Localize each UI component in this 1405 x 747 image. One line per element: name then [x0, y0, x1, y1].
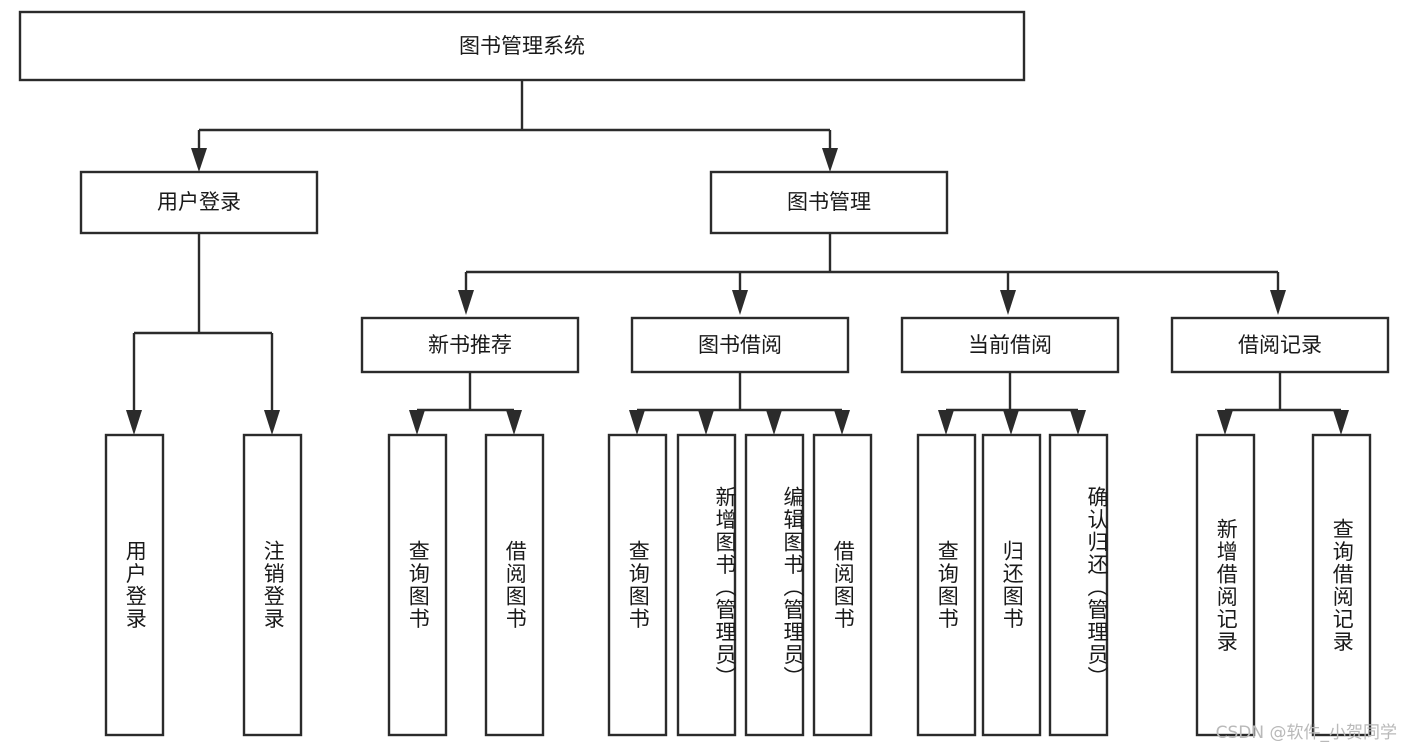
node-current-borrow-label: 当前借阅 [968, 333, 1052, 357]
leaf-box-leaf-return-book[interactable] [981, 433, 1042, 737]
arrow-head-currentborrow [1000, 290, 1016, 315]
arrow-head-leaf-borrow-book-1 [506, 410, 522, 435]
node-user-login[interactable]: 用户登录 [79, 170, 319, 235]
leaf-box-leaf-user-login[interactable] [104, 433, 165, 737]
node-borrow-record[interactable]: 借阅记录 [1170, 316, 1390, 374]
node-root-label: 图书管理系统 [459, 34, 585, 58]
arrow-head-borrowrecord [1270, 290, 1286, 315]
leaf-box-leaf-query-book-1[interactable] [387, 433, 448, 737]
leaf-box-leaf-query-book-2[interactable] [607, 433, 668, 737]
node-root-box[interactable] [18, 10, 1026, 82]
node-current-borrow[interactable]: 当前借阅 [900, 316, 1120, 374]
arrow-head-bookmanage [822, 148, 838, 172]
csdn-watermark: CSDN @软件_小贺同学 [1215, 723, 1397, 743]
node-new-book-recommend-label: 新书推荐 [428, 333, 512, 357]
arrow-head-leaf-query-record [1333, 410, 1349, 435]
leaf-box-leaf-query-book-3[interactable] [916, 433, 977, 737]
arrow-head-leaf-query-book-2 [629, 410, 645, 435]
leaf-box-leaf-borrow-book-1[interactable] [484, 433, 545, 737]
arrow-head-leaf-add-book [698, 410, 714, 435]
arrow-head-bookborrow [732, 290, 748, 315]
arrow-head-leaf-borrow-book-2 [834, 410, 850, 435]
leaf-box-group [104, 433, 1372, 737]
arrow-head-leaf-user-login [126, 410, 142, 435]
node-borrow-record-box[interactable] [1170, 316, 1390, 374]
leaf-box-leaf-confirm-return[interactable] [1048, 433, 1109, 737]
node-new-book-recommend[interactable]: 新书推荐 [360, 316, 580, 374]
leaf-box-leaf-add-record[interactable] [1195, 433, 1256, 737]
arrow-head-leaf-confirm-return [1070, 410, 1086, 435]
arrow-head-newbook [458, 290, 474, 315]
node-user-login-box[interactable] [79, 170, 319, 235]
node-user-login-label: 用户登录 [157, 190, 241, 214]
node-book-borrow-box[interactable] [630, 316, 850, 374]
node-current-borrow-box[interactable] [900, 316, 1120, 374]
node-book-borrow[interactable]: 图书借阅 [630, 316, 850, 374]
arrow-head-leaf-logout-login [264, 410, 280, 435]
arrow-head-userlogin [191, 148, 207, 172]
arrow-head-leaf-return-book [1003, 410, 1019, 435]
leaf-box-leaf-edit-book[interactable] [744, 433, 805, 737]
node-root[interactable]: 图书管理系统 [18, 10, 1026, 82]
arrow-head-leaf-query-book-1 [409, 410, 425, 435]
leaf-box-leaf-add-book[interactable] [676, 433, 737, 737]
leaf-box-leaf-borrow-book-2[interactable] [812, 433, 873, 737]
arrow-head-leaf-query-book-3 [938, 410, 954, 435]
arrow-head-leaf-edit-book [766, 410, 782, 435]
node-book-manage-label: 图书管理 [787, 190, 871, 214]
connector-group [126, 80, 1349, 435]
arrow-head-leaf-add-record [1217, 410, 1233, 435]
node-book-borrow-label: 图书借阅 [698, 333, 782, 357]
leaf-box-leaf-logout-login[interactable] [242, 433, 303, 737]
node-new-book-recommend-box[interactable] [360, 316, 580, 374]
node-borrow-record-label: 借阅记录 [1238, 333, 1322, 357]
leaf-box-leaf-query-record[interactable] [1311, 433, 1372, 737]
node-book-manage-box[interactable] [709, 170, 949, 235]
node-book-manage[interactable]: 图书管理 [709, 170, 949, 235]
